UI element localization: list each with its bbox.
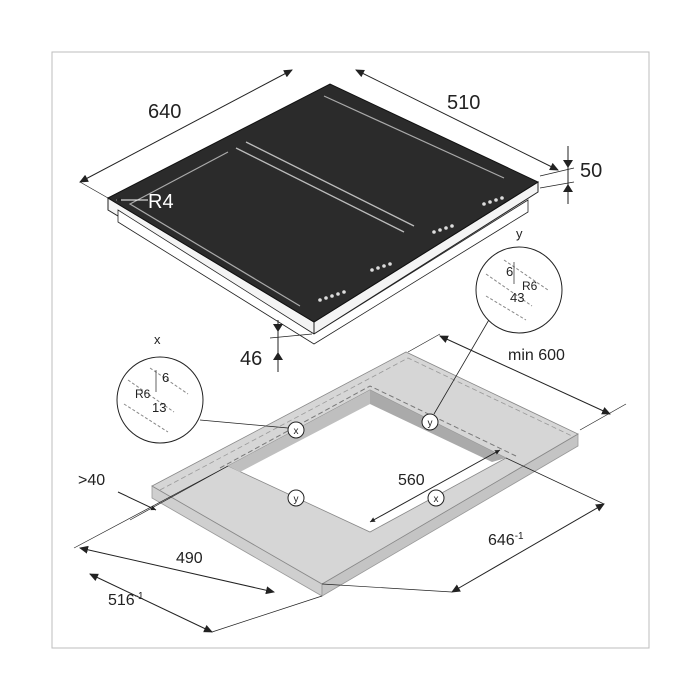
marker-x: x — [427, 489, 445, 507]
width-label: 640 — [148, 101, 181, 123]
cut-depth-label: 490 — [176, 550, 203, 567]
arrow-up — [273, 352, 283, 360]
detail-y-b: 43 — [510, 290, 524, 305]
detail-x-label: x — [154, 332, 161, 347]
detail-x-b: 13 — [152, 400, 166, 415]
dimension-line-646 — [451, 503, 605, 593]
svg-text:x: x — [434, 494, 439, 505]
extension-line — [579, 403, 627, 431]
dimension-line-490 — [79, 545, 275, 595]
control-indicators — [318, 196, 504, 302]
detail-edge — [485, 273, 533, 307]
svg-text:y: y — [428, 418, 433, 429]
extension-line — [269, 333, 313, 339]
cutout-wall — [370, 390, 506, 462]
detail-y-radius: R6 — [522, 279, 538, 293]
extension-line — [79, 181, 109, 199]
worktop-illustration: min 600 >40 560 490 516-1 646-1 x y — [73, 333, 627, 633]
dimension-line-min600 — [439, 335, 611, 415]
marker-y: y — [421, 413, 439, 431]
detail-x: 6 R6 13 x — [116, 332, 289, 444]
extension-line — [539, 167, 575, 177]
detail-edge — [123, 403, 169, 433]
extension-line — [73, 465, 229, 549]
detail-edge — [503, 259, 549, 291]
cutout-dashed-outline — [219, 385, 517, 469]
dimension-line-640 — [79, 69, 293, 183]
detail-x-a: 6 — [162, 370, 169, 385]
detail-leader — [433, 317, 491, 415]
corner-radius-label: R4 — [148, 191, 174, 213]
arrow-up — [563, 184, 573, 192]
worktop-width-label: 646-1 — [488, 531, 524, 549]
detail-x-radius: R6 — [135, 387, 151, 401]
detail-edge — [127, 379, 175, 413]
detail-circle — [475, 246, 563, 334]
front-clearance-label: >40 — [78, 472, 105, 489]
detail-y-label: y — [516, 226, 523, 241]
worktop-front-right — [321, 433, 579, 597]
cut-width-label: 560 — [398, 472, 425, 489]
marker-x: x — [287, 421, 305, 439]
dimension-line-40 — [117, 491, 157, 511]
detail-edge — [485, 295, 527, 321]
svg-text:y: y — [294, 494, 299, 505]
detail-y: 6 R6 43 y — [433, 226, 563, 415]
rear-clearance-label: min 600 — [508, 347, 565, 364]
arrow-down — [563, 160, 573, 168]
worktop-surface — [151, 351, 579, 585]
depth-label: 510 — [447, 92, 480, 114]
extension-line — [539, 181, 575, 189]
svg-text:x: x — [294, 426, 299, 437]
extension-line — [407, 333, 441, 353]
hob-illustration: 640 510 50 R4 46 — [79, 69, 602, 372]
extension-line — [211, 595, 323, 633]
detail-leader — [199, 419, 289, 429]
extension-line — [321, 583, 453, 593]
marker-y: y — [287, 489, 305, 507]
detail-y-a: 6 — [506, 264, 513, 279]
dimension-line-516 — [89, 573, 213, 633]
dimension-line-560 — [369, 449, 501, 523]
arrow-down — [273, 324, 283, 332]
built-in-depth-label: 46 — [240, 348, 262, 370]
extension-line — [505, 457, 605, 505]
worktop-depth-label: 516-1 — [108, 591, 144, 609]
detail-circle — [116, 356, 204, 444]
thickness-label: 50 — [580, 160, 602, 182]
dimension-line-510 — [355, 69, 559, 171]
hob-body — [117, 199, 529, 345]
diagram-frame — [51, 51, 650, 649]
